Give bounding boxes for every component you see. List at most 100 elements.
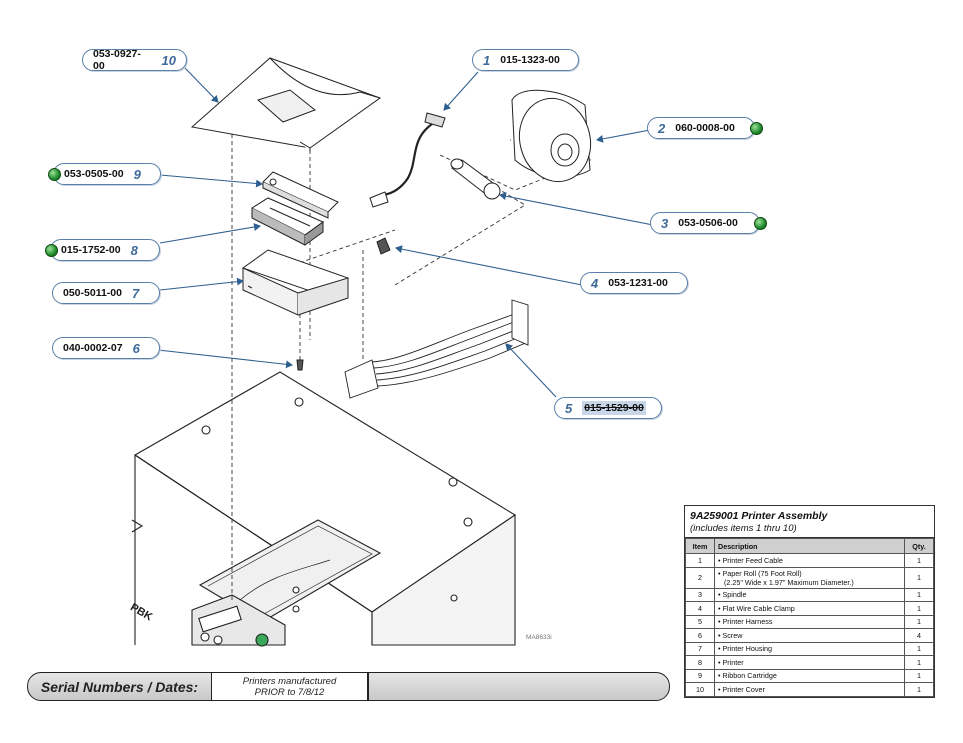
callout-item-8: 015-1752-00 8 (50, 239, 160, 261)
row-qty: 1 (904, 614, 934, 629)
screw-part (296, 359, 304, 371)
item-number: 2 (658, 120, 666, 136)
recommended-spare-dot (750, 122, 763, 135)
table-row: 2• Paper Roll (75 Foot Roll)(2.25" Wide … (685, 566, 934, 589)
serial-numbers-bar: Serial Numbers / Dates: Printers manufac… (27, 672, 670, 701)
row-description: • Spindle (714, 587, 905, 602)
printer-cover-part (190, 57, 382, 152)
row-description: • Paper Roll (75 Foot Roll)(2.25" Wide x… (714, 566, 905, 589)
part-number: 053-0505-00 (64, 168, 124, 180)
row-qty: 1 (904, 601, 934, 616)
row-item: 1 (685, 553, 715, 568)
recommended-spare-dot (754, 217, 767, 230)
item-number: 5 (565, 400, 573, 416)
callout-item-6: 040-0002-07 6 (52, 337, 160, 359)
description-line-1: • Paper Roll (75 Foot Roll) (718, 568, 802, 578)
drawing-reference: MA8633i (526, 634, 552, 641)
recommended-spare-dot (45, 244, 58, 257)
row-description: • Printer Feed Cable (714, 553, 905, 568)
callout-item-5: 5 015-1529-00 (554, 397, 662, 419)
row-description: • Printer Harness (714, 614, 905, 629)
row-description: • Printer Housing (714, 641, 905, 656)
callout-item-2: 2 060-0008-00 (647, 117, 755, 139)
printer-housing-part (241, 249, 350, 316)
row-item: 8 (685, 655, 715, 670)
cable-clamp-part (376, 237, 391, 255)
paper-roll-part (511, 89, 592, 183)
item-number: 6 (132, 340, 140, 356)
printer-harness-part (344, 299, 529, 399)
item-number: 9 (133, 166, 141, 182)
item-number: 1 (483, 52, 491, 68)
serial-line-1: Printers manufactured (242, 675, 337, 687)
callout-item-10: 053-0927-00 10 (82, 48, 187, 72)
part-number: 053-1231-00 (608, 277, 668, 289)
row-description: • Flat Wire Cable Clamp (714, 601, 905, 616)
parts-table-title-block: 9A259001 Printer Assembly (includes item… (685, 506, 934, 538)
item-number: 10 (161, 52, 176, 68)
spindle-part (450, 158, 501, 200)
row-qty: 1 (904, 655, 934, 670)
part-number: 050-5011-00 (63, 287, 122, 299)
callout-item-7: 050-5011-00 7 (52, 282, 160, 304)
callout-item-4: 4 053-1231-00 (580, 272, 688, 294)
row-qty: 1 (904, 566, 934, 589)
row-qty: 1 (904, 668, 934, 683)
parts-table-title: 9A259001 Printer Assembly (690, 510, 828, 522)
row-qty: 1 (904, 553, 934, 568)
part-number: 015-1752-00 (61, 244, 121, 256)
item-number: 7 (131, 285, 140, 301)
row-item: 7 (685, 641, 715, 656)
parts-table-subtitle: (includes items 1 thru 10) (690, 523, 797, 534)
row-qty: 4 (904, 628, 934, 643)
row-qty: 1 (904, 587, 934, 602)
part-number: 040-0002-07 (63, 342, 123, 354)
callout-item-1: 1 015-1323-00 (472, 49, 579, 71)
row-item: 2 (685, 566, 715, 589)
printer-mechanism-part (250, 197, 325, 246)
item-number: 4 (591, 275, 599, 291)
parts-table-header-row: Item Description Qty. (685, 538, 934, 554)
part-number: 060-0008-00 (675, 122, 735, 134)
header-qty: Qty. (904, 538, 934, 554)
callout-item-3: 3 053-0506-00 (650, 212, 760, 234)
recommended-spare-dot (48, 168, 61, 181)
callout-item-9: 053-0505-00 9 (53, 163, 161, 185)
part-number: 053-0506-00 (678, 217, 738, 229)
parts-table: 9A259001 Printer Assembly (includes item… (684, 505, 935, 698)
serial-label: Serial Numbers / Dates: (40, 678, 199, 695)
header-item: Item (685, 538, 715, 554)
part-number: 015-1529-00 (582, 401, 646, 415)
row-item: 5 (685, 614, 715, 629)
row-item: 3 (685, 587, 715, 602)
ribbon-cartridge-part (262, 171, 339, 219)
serial-line-2: PRIOR to 7/8/12 (254, 686, 325, 698)
row-item: 6 (685, 628, 715, 643)
row-description: • Printer Cover (714, 682, 905, 697)
row-item: 10 (685, 682, 715, 697)
logo-mark: PBK (128, 601, 154, 623)
row-qty: 1 (904, 682, 934, 697)
row-description: • Screw (714, 628, 905, 643)
row-item: 9 (685, 668, 715, 683)
row-description: • Printer (714, 655, 905, 670)
serial-range-box: Printers manufactured PRIOR to 7/8/12 (211, 673, 368, 700)
description-line-2: (2.25" Wide x 1.97" Maximum Diameter.) (724, 577, 854, 587)
item-number: 3 (661, 215, 669, 231)
parts-list: Item Description Qty. 1• Printer Feed Ca… (685, 538, 934, 697)
row-description: • Ribbon Cartridge (714, 668, 905, 683)
header-description: Description (714, 538, 905, 554)
part-number: 053-0927-00 (93, 48, 141, 72)
feed-cable-part (369, 112, 446, 208)
item-number: 8 (130, 242, 138, 258)
kiosk-cabinet (131, 371, 517, 647)
